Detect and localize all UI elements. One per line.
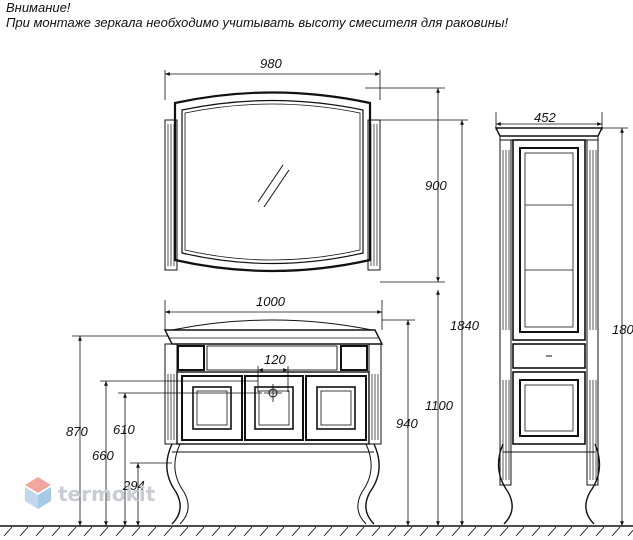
floor-hatch-mark [515, 526, 525, 537]
floor-hatch-mark [211, 526, 221, 537]
faucet-spacing-label: 120 [264, 352, 286, 367]
mirror [164, 91, 381, 273]
height-610-label: 610 [113, 422, 135, 437]
floor-hatch-mark [483, 526, 493, 537]
cabinet-width-label: 1000 [256, 294, 286, 309]
column-height-dimension [602, 127, 628, 526]
floor-hatch-mark [275, 526, 285, 537]
floor-hatch-mark [563, 526, 573, 537]
floor-hatch-mark [291, 526, 301, 537]
floor-hatch-mark [35, 526, 45, 537]
floor-hatch-mark [83, 526, 93, 537]
mirror-mount-height-label: 1840 [450, 318, 480, 333]
column-height-label: 180 [612, 322, 633, 337]
watermark-text: termokit [58, 482, 156, 506]
cabinet-width-dimension [164, 300, 383, 330]
floor-hatch-mark [451, 526, 461, 537]
floor-hatch-mark [339, 526, 349, 537]
height-294-label: 294 [122, 478, 145, 493]
floor-hatch-mark [595, 526, 605, 537]
floor-hatch-mark [67, 526, 77, 537]
floor-hatch-mark [435, 526, 445, 537]
floor-hatch-mark [195, 526, 205, 537]
floor-hatch-mark [3, 526, 13, 537]
floor-hatch-mark [547, 526, 557, 537]
mirror-width-label: 980 [260, 56, 282, 71]
floor-hatch-mark [147, 526, 157, 537]
floor-hatch-mark [227, 526, 237, 537]
floor-hatch-mark [531, 526, 541, 537]
cabinet-height-940-label: 940 [396, 416, 418, 431]
floor-hatch-mark [115, 526, 125, 537]
height-870-label: 870 [66, 424, 88, 439]
floor-hatch-mark [419, 526, 429, 537]
left-height-dimensions [72, 335, 262, 526]
floor-hatch-mark [627, 529, 633, 537]
cabinet-height-1100-label: 1100 [425, 398, 454, 413]
floor-hatch-mark [355, 526, 365, 537]
floor-hatch-mark [611, 526, 621, 537]
column-width-label: 452 [534, 110, 556, 125]
floor-hatch-mark [163, 526, 173, 537]
floor-hatch-mark [99, 526, 109, 537]
floor-hatch-mark [51, 526, 61, 537]
vanity-cabinet [163, 319, 384, 525]
warning-title: Внимание! [6, 0, 71, 15]
warning-text: При монтаже зеркала необходимо учитывать… [6, 15, 509, 30]
floor-hatch-mark [259, 526, 269, 537]
tall-column-cabinet [494, 127, 604, 525]
floor-hatch-mark [179, 526, 189, 537]
floor-hatch-mark [19, 526, 29, 537]
faucet-spacing-dimension [257, 366, 289, 392]
right-height-dimensions [380, 119, 468, 526]
floor-hatch-mark [403, 526, 413, 537]
floor-hatch-mark [323, 526, 333, 537]
floor-hatch-mark [131, 526, 141, 537]
floor-hatch-mark [467, 526, 477, 537]
floor-hatch-mark [243, 526, 253, 537]
floor-hatch-mark [307, 526, 317, 537]
floor-hatch-mark [499, 526, 509, 537]
termokit-logo-icon [25, 477, 51, 509]
floor-hatch-mark [387, 526, 397, 537]
mirror-width-dimension [164, 70, 381, 100]
floor-hatch-mark [371, 526, 381, 537]
height-660-label: 660 [92, 448, 114, 463]
floor-hatching [3, 526, 633, 537]
mirror-height-label: 900 [425, 178, 447, 193]
floor-hatch-mark [579, 526, 589, 537]
column-width-dimension [495, 112, 603, 130]
